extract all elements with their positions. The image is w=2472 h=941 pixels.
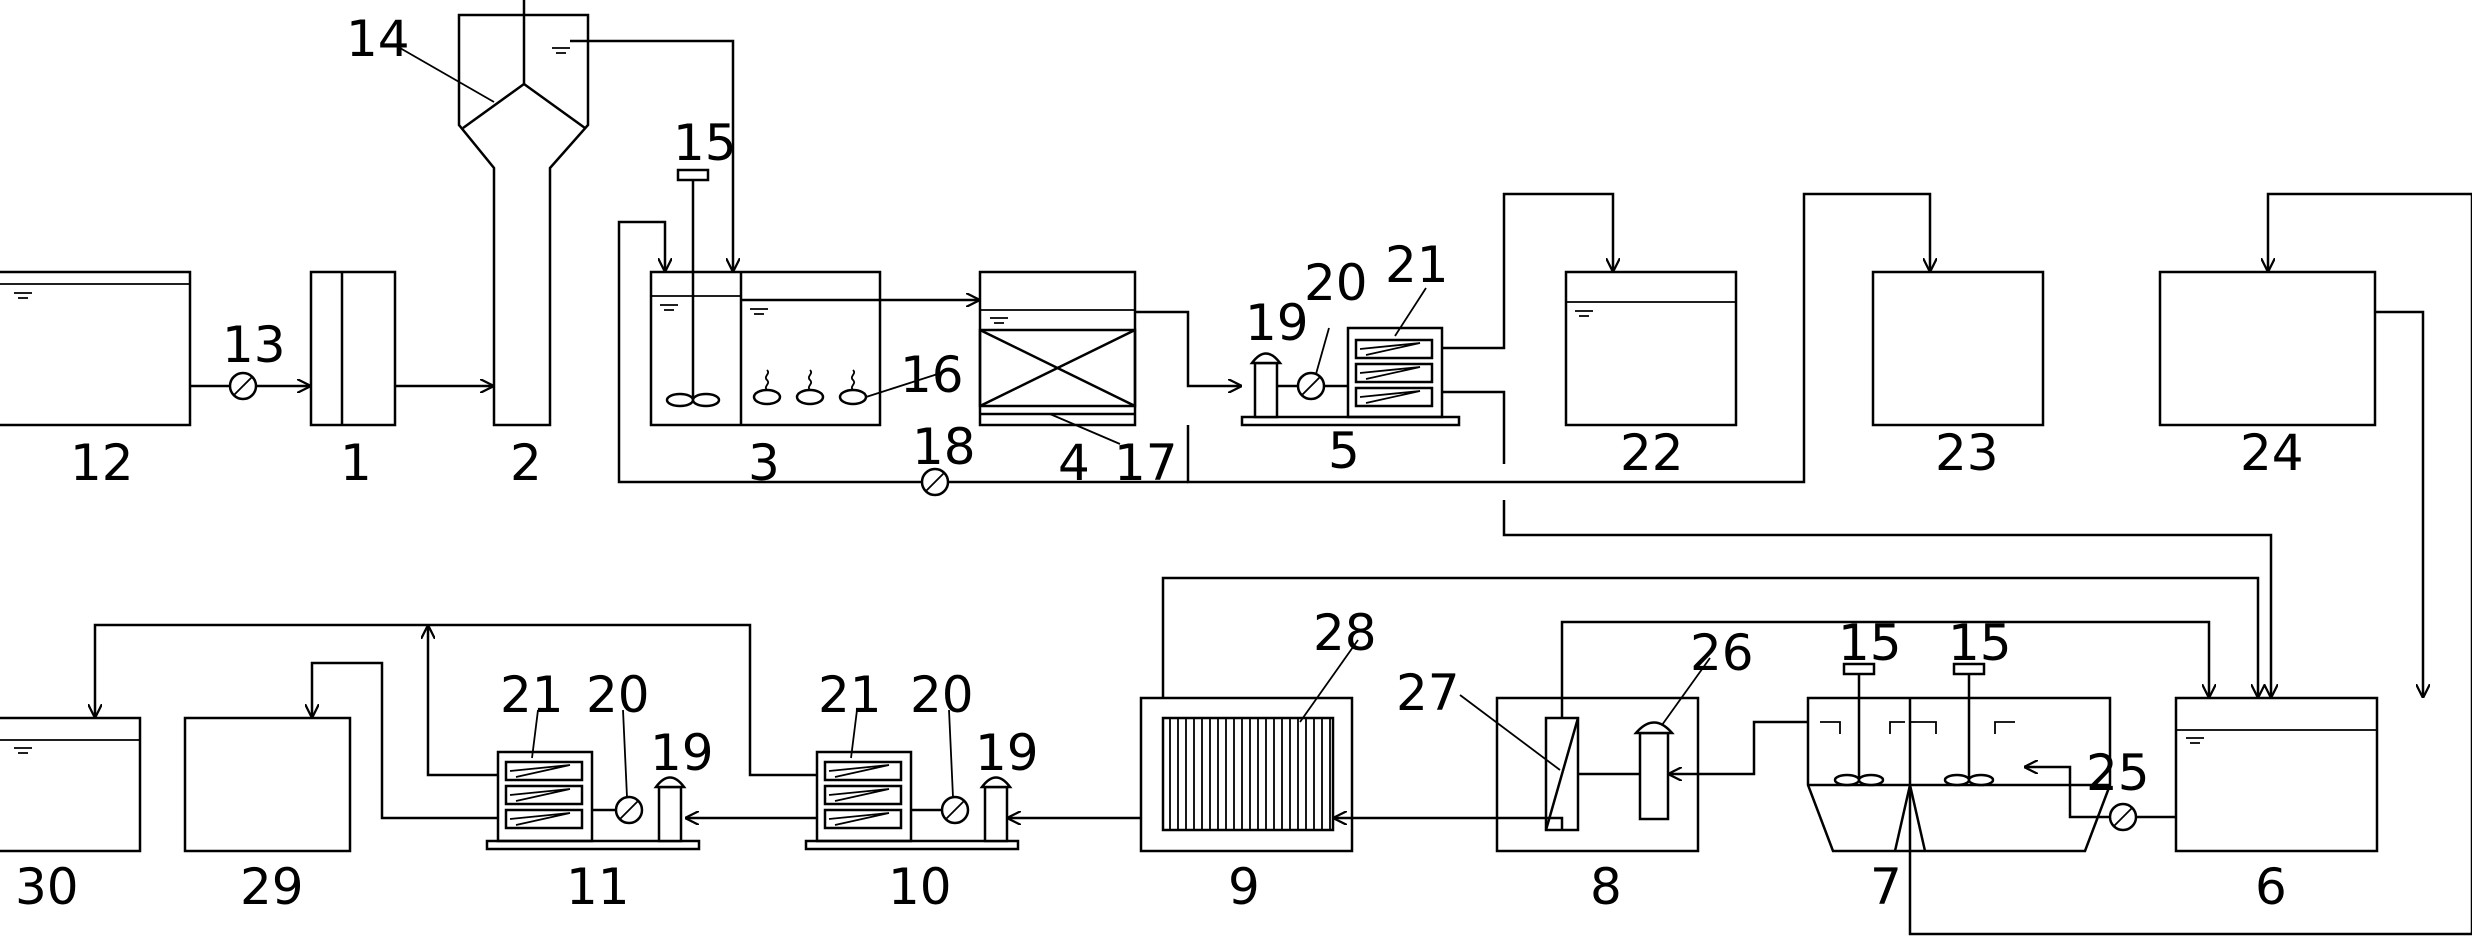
- label-18: 18: [912, 418, 976, 476]
- label-15: 15: [673, 114, 737, 172]
- tank-23: [1871, 270, 2045, 427]
- label-19-left: 19: [650, 724, 714, 782]
- label-23: 23: [1935, 424, 1999, 482]
- pipes: [95, 39, 2472, 936]
- label-2: 2: [510, 434, 542, 492]
- label-21-left: 21: [500, 666, 564, 724]
- label-6: 6: [2255, 858, 2287, 916]
- unit-9: [1139, 696, 1354, 853]
- label-12: 12: [70, 434, 134, 492]
- tank-24: [2158, 270, 2377, 427]
- label-4: 4: [1058, 434, 1090, 492]
- label-7: 7: [1870, 858, 1902, 916]
- tank-3: [649, 168, 882, 427]
- label-8: 8: [1590, 858, 1622, 916]
- label-1: 1: [340, 434, 372, 492]
- label-22: 22: [1620, 424, 1684, 482]
- tank-29: [183, 716, 352, 853]
- label-19-top: 19: [1245, 294, 1309, 352]
- label-21-top: 21: [1385, 236, 1449, 294]
- label-10: 10: [888, 858, 952, 916]
- label-15-right: 15: [1948, 614, 2012, 672]
- label-15-left: 15: [1838, 614, 1902, 672]
- label-9: 9: [1228, 858, 1260, 916]
- label-16: 16: [900, 346, 964, 404]
- tank-12: [0, 270, 192, 427]
- label-3: 3: [748, 434, 780, 492]
- label-21-mid: 21: [818, 666, 882, 724]
- label-19-mid: 19: [975, 724, 1039, 782]
- skid-10: [804, 750, 1020, 851]
- label-20-left: 20: [586, 666, 650, 724]
- unit-1: [309, 270, 397, 427]
- label-24: 24: [2240, 424, 2304, 482]
- label-20-top: 20: [1304, 254, 1368, 312]
- tank-30: [0, 716, 142, 853]
- label-17: 17: [1114, 434, 1178, 492]
- label-25: 25: [2086, 744, 2150, 802]
- label-11: 11: [566, 858, 630, 916]
- skid-5: [1240, 326, 1461, 427]
- reactor-column-2: [457, 0, 590, 427]
- clarifier-7: [1806, 662, 2112, 853]
- tank-6: [2174, 696, 2379, 853]
- label-27: 27: [1396, 664, 1460, 722]
- label-14: 14: [346, 10, 410, 68]
- label-5: 5: [1328, 422, 1360, 480]
- label-20-mid: 20: [910, 666, 974, 724]
- tank-22: [1564, 270, 1738, 427]
- skid-11: [485, 750, 701, 851]
- number-labels: 12 13 1 2 14 15 16 3 18 4 17 19 20 21 5 …: [15, 10, 2304, 916]
- label-26: 26: [1690, 624, 1754, 682]
- pump-25: [2108, 802, 2138, 832]
- tank-4: [978, 270, 1137, 427]
- label-28: 28: [1313, 604, 1377, 662]
- pump-13: [228, 371, 258, 401]
- label-30: 30: [15, 858, 79, 916]
- label-13: 13: [222, 316, 286, 374]
- label-29: 29: [240, 858, 304, 916]
- leader-lines: [399, 47, 1711, 798]
